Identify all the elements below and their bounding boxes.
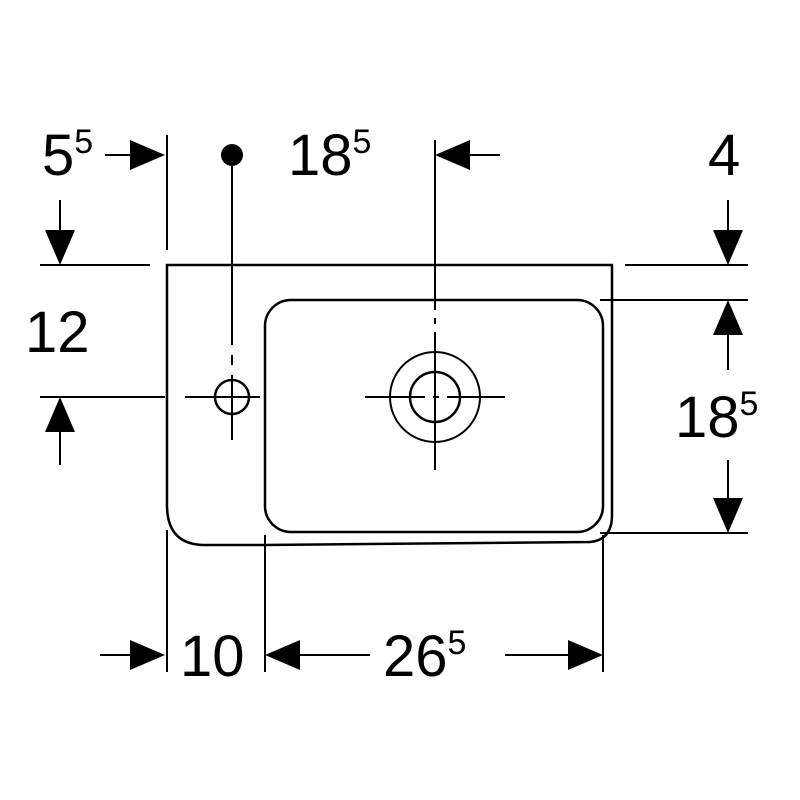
extension-lines [40, 135, 748, 672]
dimension-arrows [45, 140, 743, 670]
dim-tap-to-drain: 185 [288, 123, 371, 188]
dim-basin-depth: 185 [675, 385, 758, 450]
tap-marker-dot [221, 144, 243, 166]
dim-wall-to-basin: 10 [180, 624, 245, 689]
sink-outline [165, 263, 614, 547]
dim-rim-to-basin: 4 [708, 123, 740, 188]
dim-tap-offset-left: 55 [42, 123, 93, 188]
dim-rim-to-holes: 12 [25, 300, 90, 365]
dim-basin-width: 265 [383, 624, 466, 689]
